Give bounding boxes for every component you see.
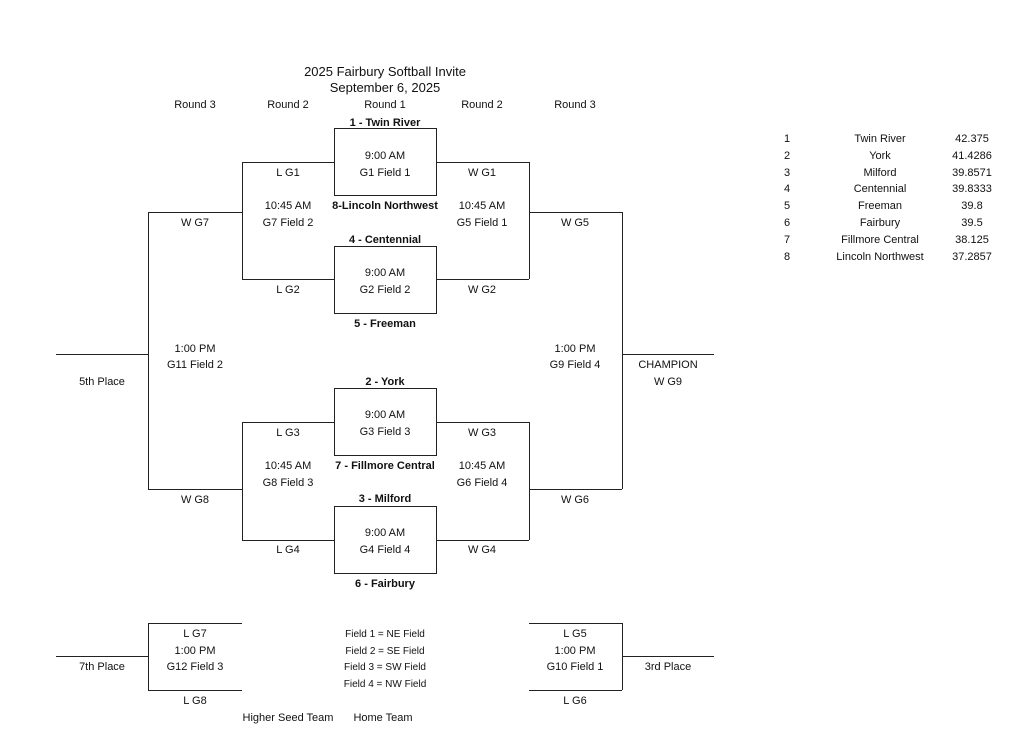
game-field-g2: G2 Field 2 xyxy=(359,284,411,296)
game-time-g4: 9:00 AM xyxy=(364,527,406,539)
team-seed-8: 8-Lincoln Northwest xyxy=(332,200,438,212)
team-seed-1: 1 - Twin River xyxy=(349,117,421,129)
seed-number: 8 xyxy=(784,251,791,263)
label-winner-g7: W G7 xyxy=(180,217,210,229)
label-loser-g6: L G6 xyxy=(563,695,587,707)
label-winner-g1: W G1 xyxy=(467,167,497,179)
team-seed-3: 3 - Milford xyxy=(358,493,412,505)
column-header-right-round3: Round 3 xyxy=(554,99,596,111)
seed-team: Fillmore Central xyxy=(841,234,919,246)
field-legend-item: Field 4 = NW Field xyxy=(343,679,427,690)
game-time-g10: 1:00 PM xyxy=(554,645,596,657)
column-header-right-round2: Round 2 xyxy=(461,99,503,111)
seed-team: Milford xyxy=(863,167,897,179)
game-time-g3: 9:00 AM xyxy=(364,409,406,421)
field-legend-item: Field 1 = NE Field xyxy=(345,629,425,640)
label-winner-g6: W G6 xyxy=(560,494,590,506)
label-loser-g4: L G4 xyxy=(276,544,300,556)
game-field-g12: G12 Field 3 xyxy=(166,661,224,673)
game-box-g1 xyxy=(334,128,437,196)
seed-team: Lincoln Northwest xyxy=(836,251,924,263)
seventh-place-label: 7th Place xyxy=(79,661,125,673)
label-winner-g4: W G4 xyxy=(467,544,497,556)
game-time-g6: 10:45 AM xyxy=(458,460,506,472)
game-field-g11: G11 Field 2 xyxy=(166,359,224,371)
game-field-g7: G7 Field 2 xyxy=(262,217,314,229)
bracket-title: 2025 Fairbury Softball Invite xyxy=(304,64,466,79)
seed-score: 39.5 xyxy=(961,217,983,229)
label-winner-g2: W G2 xyxy=(467,284,497,296)
seed-number: 4 xyxy=(784,183,791,195)
column-header-left-round2: Round 2 xyxy=(267,99,309,111)
game-field-g1: G1 Field 1 xyxy=(359,167,411,179)
seed-score: 38.125 xyxy=(955,234,989,246)
seed-team: Centennial xyxy=(853,183,907,195)
seed-number: 5 xyxy=(784,200,791,212)
label-loser-g8: L G8 xyxy=(183,695,207,707)
column-header-round1: Round 1 xyxy=(364,99,406,111)
seed-number: 7 xyxy=(784,234,791,246)
label-loser-g3: L G3 xyxy=(276,427,300,439)
seed-team: York xyxy=(869,150,891,162)
game-box-g4 xyxy=(334,506,437,574)
game-time-g9: 1:00 PM xyxy=(554,343,596,355)
game-field-g4: G4 Field 4 xyxy=(359,544,411,556)
label-loser-g7: L G7 xyxy=(183,628,207,640)
game-box-g3 xyxy=(334,388,437,456)
seed-number: 1 xyxy=(784,133,791,145)
team-seed-6: 6 - Fairbury xyxy=(355,578,415,590)
team-seed-4: 4 - Centennial xyxy=(348,234,422,246)
seed-team: Twin River xyxy=(854,133,906,145)
bracket-date: September 6, 2025 xyxy=(329,80,441,95)
game-field-g9: G9 Field 4 xyxy=(549,359,601,371)
label-winner-g8: W G8 xyxy=(180,494,210,506)
field-legend-item: Field 3 = SW Field xyxy=(344,662,426,673)
label-loser-g5: L G5 xyxy=(563,628,587,640)
game-box-g2 xyxy=(334,246,437,314)
seed-number: 2 xyxy=(784,150,791,162)
champion-label: CHAMPION xyxy=(638,359,698,371)
game-field-g10: G10 Field 1 xyxy=(546,661,604,673)
game-time-g5: 10:45 AM xyxy=(458,200,506,212)
game-time-g7: 10:45 AM xyxy=(264,200,312,212)
seed-score: 39.8 xyxy=(961,200,983,212)
game-time-g1: 9:00 AM xyxy=(364,150,406,162)
higher-seed-note: Higher Seed Team xyxy=(242,712,334,724)
game-time-g8: 10:45 AM xyxy=(264,460,312,472)
seed-score: 39.8571 xyxy=(952,167,992,179)
label-winner-g9: W G9 xyxy=(653,376,683,388)
game-time-g2: 9:00 AM xyxy=(364,267,406,279)
seed-team: Fairbury xyxy=(859,217,901,229)
fifth-place-label: 5th Place xyxy=(79,376,125,388)
seed-score: 37.2857 xyxy=(952,251,992,263)
team-seed-7: 7 - Fillmore Central xyxy=(335,460,435,472)
game-field-g5: G5 Field 1 xyxy=(456,217,508,229)
seed-score: 39.8333 xyxy=(952,183,992,195)
team-seed-2: 2 - York xyxy=(365,376,405,388)
field-legend-item: Field 2 = SE Field xyxy=(345,646,425,657)
seed-team: Freeman xyxy=(857,200,903,212)
seed-number: 3 xyxy=(784,167,791,179)
label-winner-g3: W G3 xyxy=(467,427,497,439)
seed-number: 6 xyxy=(784,217,791,229)
game-time-g11: 1:00 PM xyxy=(174,343,216,355)
home-team-note: Home Team xyxy=(353,712,413,724)
seed-score: 41.4286 xyxy=(952,150,992,162)
game-field-g3: G3 Field 3 xyxy=(359,426,411,438)
label-winner-g5: W G5 xyxy=(560,217,590,229)
label-loser-g2: L G2 xyxy=(276,284,300,296)
game-field-g6: G6 Field 4 xyxy=(456,477,508,489)
third-place-label: 3rd Place xyxy=(644,661,692,673)
team-seed-5: 5 - Freeman xyxy=(354,318,416,330)
seed-score: 42.375 xyxy=(955,133,989,145)
game-field-g8: G8 Field 3 xyxy=(262,477,314,489)
label-loser-g1: L G1 xyxy=(276,167,300,179)
game-time-g12: 1:00 PM xyxy=(174,645,216,657)
column-header-left-round3: Round 3 xyxy=(174,99,216,111)
